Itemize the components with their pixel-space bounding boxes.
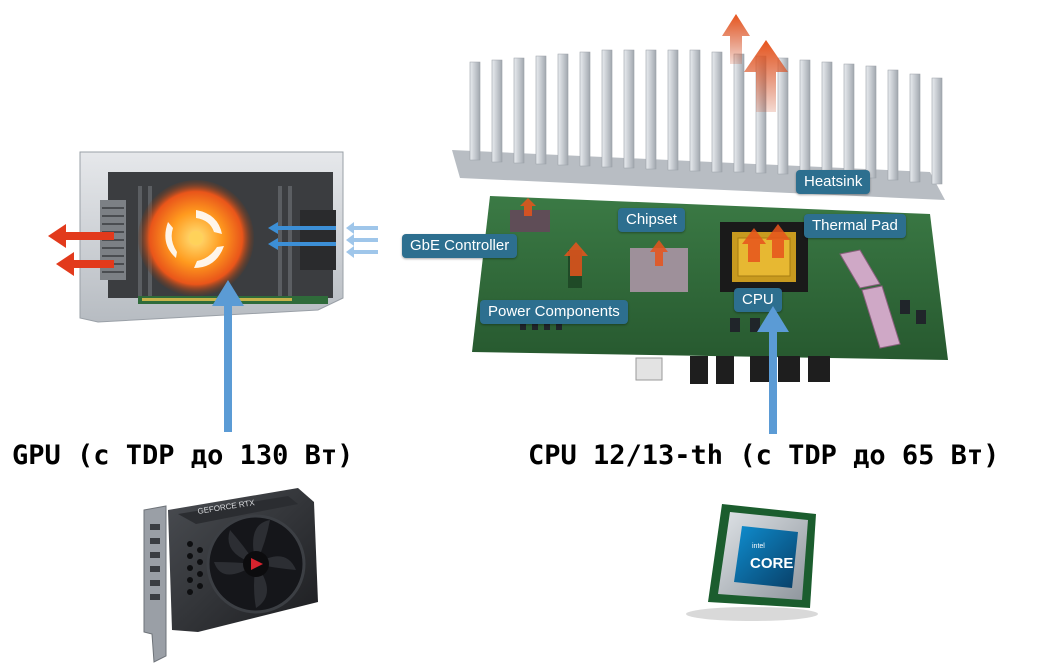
power-components-callout: Power Components [480,300,628,324]
thermal-pad-callout: Thermal Pad [804,214,906,238]
cpu-chip-image: intel CORE [672,496,832,624]
core-brand-text: CORE [750,555,793,572]
gpu-card-image: GEFORCE RTX [138,484,324,664]
cool-air-arrows [344,220,378,260]
cpu-pointer-arrow [757,306,789,434]
heatsink-callout: Heatsink [796,170,870,194]
hot-air-arrows [44,222,114,282]
motherboard-heatsink-illustration [400,0,1046,400]
chipset-callout: Chipset [618,208,685,232]
gpu-pointer-arrow [212,280,244,432]
gpu-tdp-label: GPU (с TDP до 130 Вт) [12,440,353,471]
intel-brand-text: intel [752,543,765,550]
gbe-controller-callout: GbE Controller [402,234,517,258]
cpu-tdp-label: CPU 12/13-th (с TDP до 65 Вт) [528,440,999,471]
